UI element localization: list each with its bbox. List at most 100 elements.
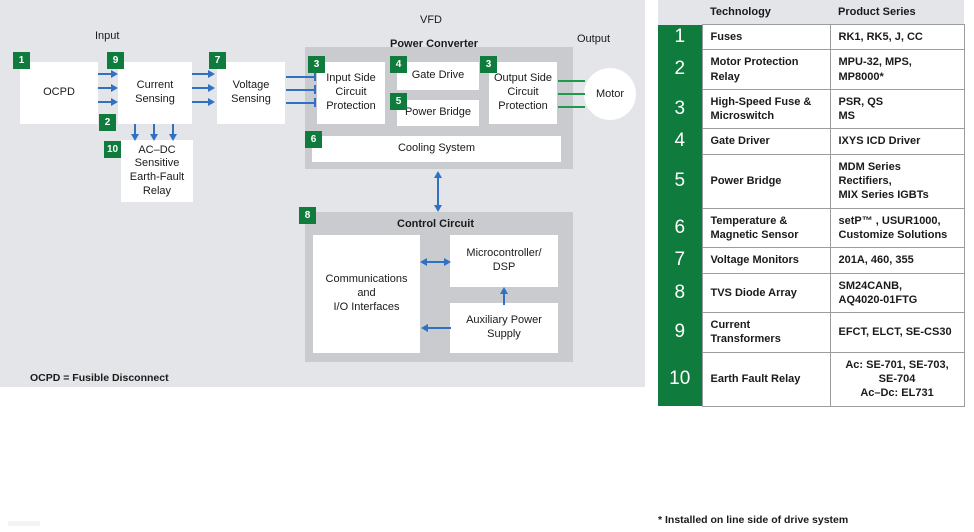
arrowhead-ocpd-to-current-1 (111, 70, 118, 78)
row-number-badge: 1 (658, 24, 703, 50)
label-vfd: VFD (420, 14, 442, 26)
connector-ocpd-to-current-2 (98, 87, 113, 89)
cell-product-series: MDM Series Rectifiers, MIX Series IGBTs (829, 153, 965, 209)
table-header-row: Technology Product Series (658, 0, 964, 25)
cell-product-series: Ac: SE-701, SE-703, SE-704 Ac–Dc: EL731 (829, 351, 965, 407)
arrowhead-control-to-cooling-up (434, 171, 442, 178)
arrowhead-current-to-voltage-2 (208, 84, 215, 92)
arrowhead-ocpd-to-current-2 (111, 84, 118, 92)
badge-4: 4 (390, 56, 407, 73)
cell-technology: High-Speed Fuse & Microswitch (701, 88, 831, 130)
label-input: Input (95, 30, 120, 42)
cell-product-series: 201A, 460, 355 (829, 247, 965, 274)
block-power-bridge: Power Bridge (397, 100, 479, 126)
badge-1: 1 (13, 52, 30, 69)
cell-product-series: IXYS ICD Driver (829, 128, 965, 155)
badge-9: 9 (107, 52, 124, 69)
cell-technology: Motor Protection Relay (701, 49, 831, 90)
arrowhead-current-to-earthfault-3 (169, 134, 177, 141)
connector-current-to-voltage-2 (192, 87, 210, 89)
cell-technology: Gate Driver (701, 128, 831, 155)
connector-ocpd-to-current-1 (98, 73, 113, 75)
cell-product-series: SM24CANB, AQ4020-01FTG (829, 272, 965, 314)
connector-current-to-earthfault-3 (172, 124, 174, 136)
block-input-side-circuit-protection: Input Side Circuit Protection (317, 62, 385, 124)
connector-ocpd-to-current-3 (98, 101, 113, 103)
badge-5: 5 (390, 93, 407, 110)
label-output: Output (577, 33, 611, 45)
row-number-badge: 5 (658, 154, 703, 209)
row-number-badge: 7 (658, 247, 703, 274)
block-motor: Motor (584, 68, 636, 120)
arrowhead-current-to-earthfault-1 (131, 134, 139, 141)
connector-voltage-to-inputside-1 (286, 76, 316, 78)
badge-7: 7 (209, 52, 226, 69)
block-gate-drive: Gate Drive (397, 62, 479, 90)
connector-aux-to-comms (427, 327, 451, 329)
row-number-badge: 9 (658, 312, 703, 353)
diagram-footnote: OCPD = Fusible Disconnect (30, 372, 169, 384)
badge-2: 2 (99, 114, 116, 131)
badge-6: 6 (305, 131, 322, 148)
row-number-badge: 4 (658, 128, 703, 155)
connector-outputside-to-motor-3 (558, 106, 585, 108)
block-earth-fault-relay: AC–DC Sensitive Earth-Fault Relay (121, 140, 193, 202)
cell-product-series: EFCT, ELCT, SE-CS30 (829, 312, 965, 353)
block-cooling-system: Cooling System (312, 136, 561, 162)
connector-voltage-to-inputside-3 (286, 102, 316, 104)
endcap-voltage-to-inputside-3 (314, 98, 316, 107)
cell-technology: Earth Fault Relay (701, 351, 831, 407)
block-ocpd: OCPD (20, 62, 98, 124)
connector-comms-to-mcu (426, 261, 446, 263)
row-number-badge: 2 (658, 49, 703, 90)
row-number-badge: 10 (658, 352, 703, 407)
arrowhead-aux-to-comms (421, 324, 428, 332)
row-number-badge: 3 (658, 89, 703, 129)
block-auxiliary-power-supply: Auxiliary Power Supply (450, 303, 558, 353)
label-control-circuit: Control Circuit (397, 218, 474, 230)
label-power-converter: Power Converter (390, 38, 479, 50)
arrowhead-current-to-earthfault-2 (150, 134, 158, 141)
cell-technology: Power Bridge (701, 153, 831, 209)
bottom-sliver-decoration (8, 521, 40, 526)
cell-technology: TVS Diode Array (701, 272, 831, 314)
connector-current-to-earthfault-2 (153, 124, 155, 136)
row-number-badge: 8 (658, 273, 703, 313)
connector-outputside-to-motor-2 (558, 93, 585, 95)
connector-current-to-earthfault-1 (134, 124, 136, 136)
connector-outputside-to-motor-1 (558, 80, 585, 82)
cell-technology: Temperature & Magnetic Sensor (701, 207, 831, 249)
arrowhead-comms-to-mcu-right (444, 258, 451, 266)
connector-aux-to-mcu (503, 292, 505, 305)
badge-8: 8 (299, 207, 316, 224)
row-number-badge: 6 (658, 208, 703, 248)
cell-product-series: setP™ , USUR1000, Customize Solutions (829, 207, 965, 249)
block-communications-io: Communications and I/O Interfaces (313, 235, 420, 353)
connector-current-to-voltage-3 (192, 101, 210, 103)
cell-technology: Fuses (701, 23, 831, 51)
arrowhead-current-to-voltage-1 (208, 70, 215, 78)
table-footnote: * Installed on line side of drive system (658, 514, 849, 526)
arrowhead-aux-to-mcu (500, 287, 508, 294)
arrowhead-cooling-to-control-down (434, 205, 442, 212)
connector-cooling-to-control (437, 176, 439, 208)
connector-voltage-to-inputside-2 (286, 89, 316, 91)
arrowhead-comms-to-mcu-left (420, 258, 427, 266)
cell-technology: Current Transformers (701, 312, 831, 353)
block-microcontroller-dsp: Microcontroller/ DSP (450, 235, 558, 287)
connector-current-to-voltage-1 (192, 73, 210, 75)
badge-10: 10 (104, 141, 121, 158)
vfd-block-diagram: Input VFD Output Power Converter Control… (0, 0, 645, 387)
arrowhead-current-to-voltage-3 (208, 98, 215, 106)
block-output-side-circuit-protection: Output Side Circuit Protection (489, 62, 557, 124)
